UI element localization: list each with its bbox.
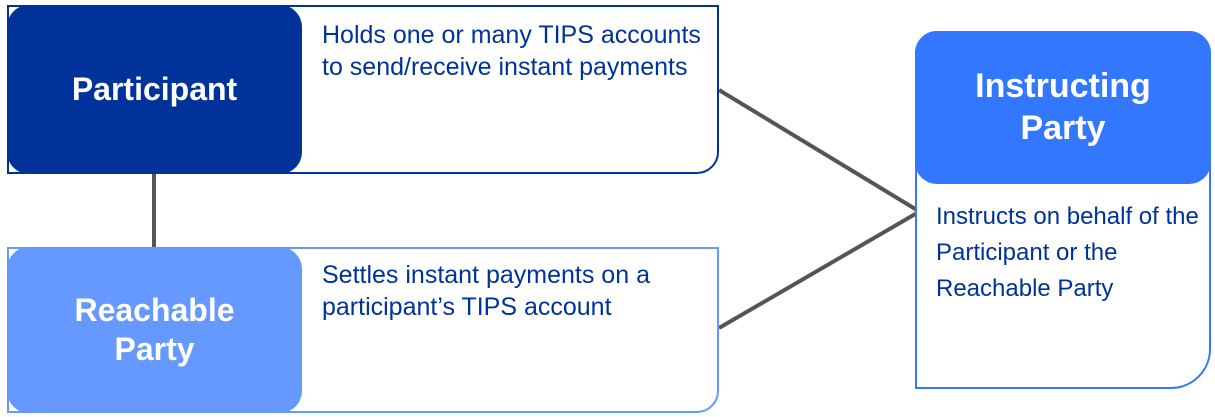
participant-description: Holds one or many TIPS accounts to send/… <box>322 21 701 82</box>
edge-participant-instructing <box>717 88 919 212</box>
reachable-party-title: Reachable Party <box>74 291 235 367</box>
reachable-party-description: Settles instant payments on a participan… <box>322 261 650 322</box>
instructing-party-description: Instructs on behalf of the Participant o… <box>936 203 1199 302</box>
edge-reachable-instructing <box>717 211 919 330</box>
reachable-party-title-box: Reachable Party <box>7 247 302 413</box>
instructing-party-title: Instructing Party <box>975 67 1151 147</box>
participant-title: Participant <box>71 70 238 107</box>
participant-title-box: Participant <box>7 5 302 174</box>
instructing-party-title-box: Instructing Party <box>915 31 1211 184</box>
